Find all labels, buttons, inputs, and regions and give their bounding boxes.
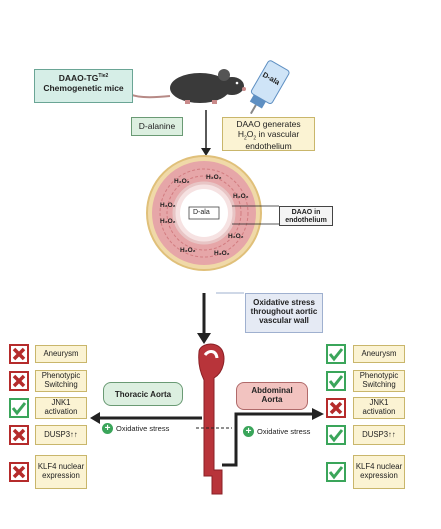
h2o2-label: H₂O₂ xyxy=(160,202,176,209)
abdominal-line1: Abdominal xyxy=(251,386,293,395)
aorta-illustration xyxy=(196,343,232,495)
h2o2-label: H₂O₂ xyxy=(233,193,249,200)
check-icon xyxy=(326,425,346,445)
check-icon xyxy=(326,462,346,482)
cross-icon xyxy=(9,371,29,391)
generates-h: H xyxy=(237,128,244,139)
generates-o: O xyxy=(246,128,254,139)
ox-stress-right-label: Oxidative stress xyxy=(257,427,311,436)
generates-line2: in vascular xyxy=(256,128,300,139)
h2o2-label: H₂O₂ xyxy=(206,174,222,181)
thoracic-outcome-1: Aneurysm xyxy=(35,345,87,363)
mouse-icon xyxy=(125,69,246,104)
h2o2-label: H₂O₂ xyxy=(180,247,196,254)
abdominal-outcome-3: JNK1 activation xyxy=(353,397,405,419)
ox-line1: Oxidative stress xyxy=(253,298,315,307)
plus-icon: + xyxy=(102,423,113,434)
abdominal-outcome-2: Phenotypic Switching xyxy=(353,370,405,392)
generates-line3: endothelium xyxy=(245,141,292,152)
thoracic-aorta-label: Thoracic Aorta xyxy=(103,382,183,406)
water-bottle-icon xyxy=(249,60,290,115)
generates-line1: DAAO generates xyxy=(236,119,301,129)
daao-generates-box: DAAO generates H2O2 in vascular endothel… xyxy=(222,117,315,151)
abdominal-outcome-5: KLF4 nuclear expression xyxy=(353,455,405,489)
generates-sub1: 2 xyxy=(243,135,247,142)
h2o2-label: H₂O₂ xyxy=(228,233,244,240)
cross-icon xyxy=(9,344,29,364)
ox-line2: throughout aortic xyxy=(250,307,318,317)
abdominal-line2: Aorta xyxy=(261,395,283,405)
daao-endothelium-box: DAAO in endothelium xyxy=(279,206,333,226)
cross-icon xyxy=(9,425,29,445)
mice-label-sup: Tie2 xyxy=(98,73,109,80)
vessel-cross-section xyxy=(146,155,262,271)
check-icon xyxy=(326,344,346,364)
daao-endo-line1: DAAO in xyxy=(291,209,321,216)
cross-icon xyxy=(9,462,29,482)
abdominal-outcome-4: DUSP3↑↑ xyxy=(353,425,405,445)
thoracic-outcome-2: Phenotypic Switching xyxy=(35,370,87,392)
abdominal-aorta-label: Abdominal Aorta xyxy=(236,382,308,410)
ox-line3: vascular wall xyxy=(259,316,309,326)
daao-endo-line2: endothelium xyxy=(285,217,327,225)
abdominal-outcome-1: Aneurysm xyxy=(353,345,405,363)
check-icon xyxy=(326,371,346,391)
d-alanine-box: D-alanine xyxy=(131,117,183,136)
mice-label-box: DAAO-TGTie2 Chemogenetic mice xyxy=(34,69,133,103)
mice-label-title: DAAO-TG xyxy=(58,73,99,83)
oxidative-stress-box: Oxidative stress throughout aortic vascu… xyxy=(245,293,323,333)
thoracic-outcome-5: KLF4 nuclear expression xyxy=(35,455,87,489)
h2o2-label: H₂O₂ xyxy=(174,178,190,185)
h2o2-label: H₂O₂ xyxy=(160,218,176,225)
cross-icon xyxy=(326,398,346,418)
generates-sub2: 2 xyxy=(253,135,257,142)
check-icon xyxy=(9,398,29,418)
plus-icon: + xyxy=(243,426,254,437)
cross-center-label: D-ala xyxy=(193,209,210,216)
h2o2-label: H₂O₂ xyxy=(214,250,230,257)
thoracic-outcome-4: DUSP3↑↑ xyxy=(35,425,87,445)
mice-label-subtitle: Chemogenetic mice xyxy=(43,82,124,93)
ox-stress-left-label: Oxidative stress xyxy=(116,424,170,433)
thoracic-outcome-3: JNK1 activation xyxy=(35,397,87,419)
